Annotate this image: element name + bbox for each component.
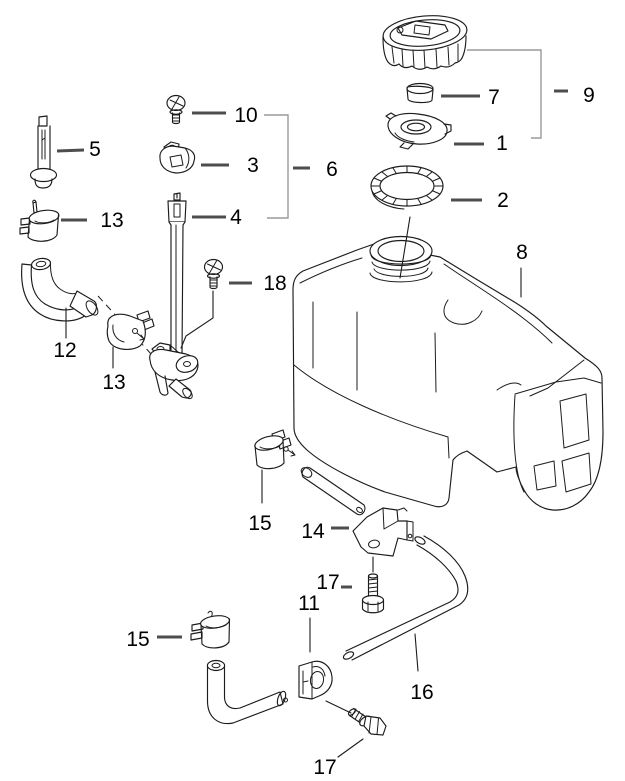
clamp-block-11-drawing (298, 660, 333, 700)
cap-insert-drawing (406, 82, 434, 104)
bracket-14-drawing (352, 507, 414, 557)
pickup-tube-4-drawing (167, 192, 187, 357)
callout-13-upper: 13 (100, 209, 123, 232)
leader-lines (65, 267, 522, 758)
elbow-hose-lower-drawing (206, 659, 288, 725)
straight-pipe-drawing (300, 466, 366, 516)
callout-4: 4 (230, 206, 242, 229)
shutoff-valve-drawing (149, 342, 199, 400)
hose-clamp-13-lower-drawing (106, 310, 155, 351)
callout-18: 18 (263, 272, 286, 295)
callout-15-lower: 15 (126, 628, 149, 651)
callout-12: 12 (53, 339, 76, 362)
valve-knob-3-drawing (159, 141, 196, 174)
lock-ring-drawing (370, 165, 444, 210)
callout-3: 3 (247, 154, 259, 177)
leader-dashes (56, 89, 568, 639)
hose-clamp-15-upper-drawing (254, 429, 296, 470)
callout-2: 2 (497, 189, 509, 212)
callout-10: 10 (234, 104, 257, 127)
fuel-tank-drawing (292, 216, 604, 511)
bolt-17-lower-drawing (347, 707, 387, 736)
cap-gasket-drawing (385, 112, 452, 150)
callout-16: 16 (410, 681, 433, 704)
neck-axis-line (399, 216, 411, 279)
callout-14: 14 (301, 520, 325, 543)
callout-8: 8 (516, 241, 528, 264)
callout-9: 9 (583, 84, 595, 107)
group-bracket-6 (264, 114, 289, 219)
bolt-17-upper-drawing (361, 573, 385, 614)
callout-6: 6 (326, 158, 338, 181)
screw-18-drawing (203, 258, 224, 290)
callout-7: 7 (488, 86, 500, 109)
hose-clamp-13-upper-drawing (19, 199, 60, 242)
elbow-hose-12-drawing (21, 257, 99, 322)
group-bracket-9 (467, 49, 542, 139)
callout-17-upper: 17 (316, 571, 339, 594)
hose-16-drawing (342, 535, 469, 661)
callout-1: 1 (496, 132, 508, 155)
screw-10-drawing (166, 94, 186, 125)
callout-15-upper: 15 (248, 512, 271, 535)
callout-5: 5 (89, 138, 101, 161)
gauge-rod-drawing (29, 115, 58, 189)
callout-17-lower: 17 (313, 756, 336, 779)
callout-11: 11 (298, 592, 320, 615)
hose-clamp-15-lower-drawing (190, 610, 231, 649)
filler-neck-drawing (369, 235, 433, 283)
fuel-cap-drawing (382, 15, 468, 70)
callout-13-lower: 13 (102, 371, 125, 394)
